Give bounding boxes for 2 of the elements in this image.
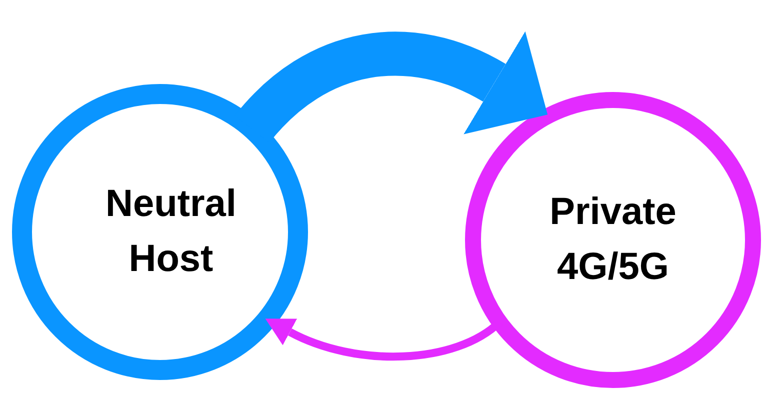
node-label: Neutral Host	[104, 182, 238, 282]
node-label: Private 4G/5G	[548, 190, 678, 290]
